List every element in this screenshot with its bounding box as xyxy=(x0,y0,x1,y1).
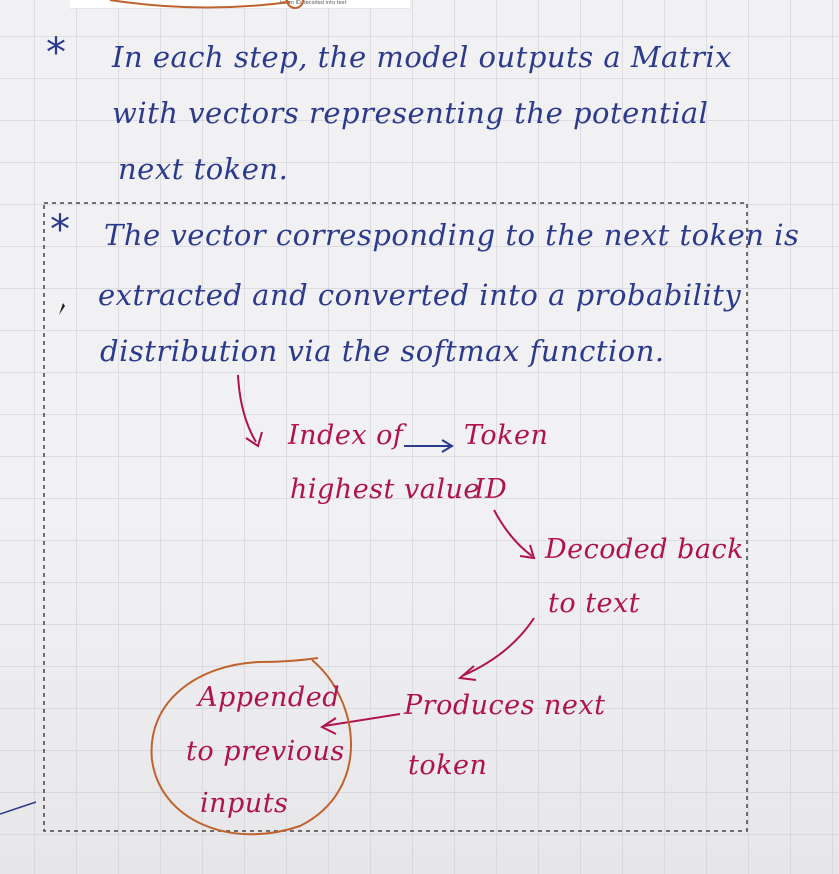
bullet-2-line-2: extracted and converted into a probabili… xyxy=(98,278,742,312)
appended-circle xyxy=(150,657,352,836)
top-orange-curve xyxy=(109,0,291,9)
pen-cursor-icon xyxy=(59,303,65,315)
to-text-label: to text xyxy=(548,588,641,619)
id-label: ID xyxy=(474,474,508,505)
decoded-back-label: Decoded back xyxy=(545,534,744,565)
top-cropped-caption: token ID decoded into text xyxy=(280,0,347,6)
arrow-to-appended-head xyxy=(319,717,337,735)
left-edge-stroke xyxy=(0,801,37,815)
arrow-to-index xyxy=(237,374,257,443)
arrow-to-produces-head xyxy=(457,665,477,681)
appended-label: Appended xyxy=(198,682,340,713)
bullet-1-line-1: In each step, the model outputs a Matrix xyxy=(112,40,732,74)
highest-value-label: highest value xyxy=(290,474,480,505)
dashed-frame xyxy=(43,202,748,832)
arrow-to-appended xyxy=(323,713,401,727)
token-next-label: token xyxy=(408,750,488,781)
bullet-2-line-1: The vector corresponding to the next tok… xyxy=(104,218,800,252)
token-label: Token xyxy=(464,420,549,451)
bullet-1-asterisk-icon: * xyxy=(46,30,66,76)
arrow-to-decoded xyxy=(493,509,533,557)
bullet-1-line-3: next token. xyxy=(118,152,289,186)
bullet-2-asterisk-icon: * xyxy=(50,207,70,253)
arrow-to-decoded-head xyxy=(519,544,536,560)
arrow-to-produces xyxy=(461,617,535,677)
to-previous-label: to previous xyxy=(186,736,345,767)
bullet-1-line-2: with vectors representing the potential xyxy=(112,96,709,130)
top-orange-circle xyxy=(286,0,304,9)
index-of-label: Index of xyxy=(288,420,404,451)
bullet-2-line-3: distribution via the softmax function. xyxy=(100,334,665,368)
arrow-to-index-head xyxy=(245,431,263,448)
arrow-index-to-token-head xyxy=(441,439,454,453)
produces-next-label: Produces next xyxy=(404,690,606,721)
top-cropped-slide: token ID decoded into text xyxy=(70,0,410,9)
inputs-label: inputs xyxy=(200,788,289,819)
